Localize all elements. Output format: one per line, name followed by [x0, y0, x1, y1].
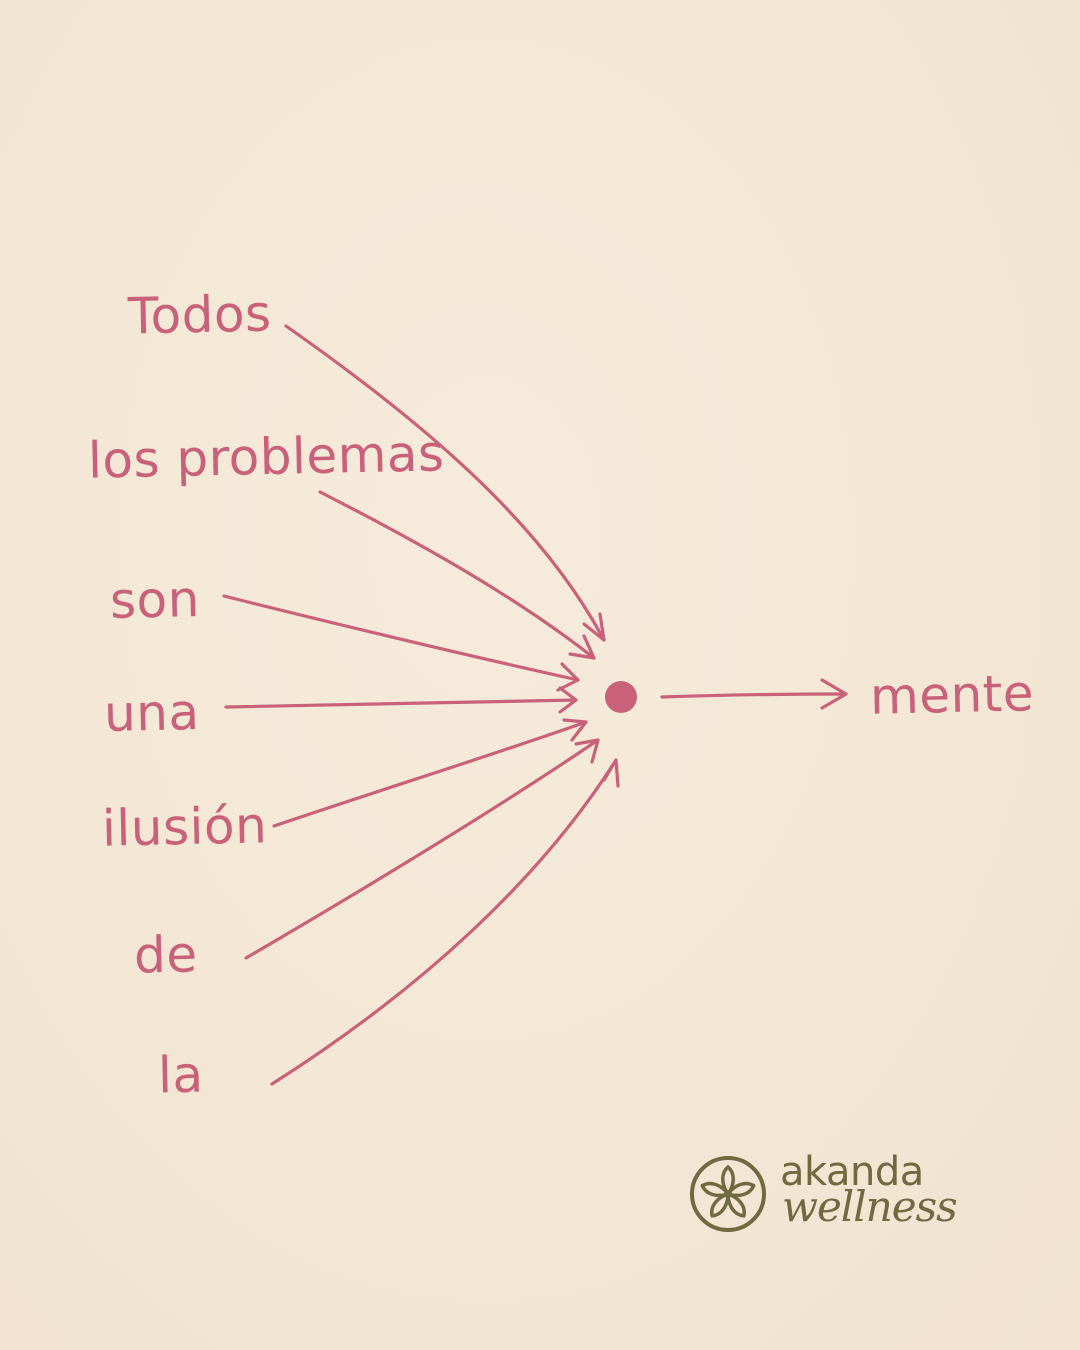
arrow-ilusion [272, 718, 588, 828]
arrow-todos [284, 324, 606, 642]
word-ilusion: ilusión [101, 796, 268, 858]
word-mente: mente [869, 664, 1035, 726]
arrow-son [222, 594, 580, 692]
brand-logo: akanda wellness [688, 1152, 988, 1242]
word-de: de [133, 925, 199, 985]
arrow-la [270, 758, 620, 1086]
brand-name-line2: wellness [782, 1182, 958, 1231]
word-la: la [157, 1045, 205, 1105]
word-los-problemas: los problemas [87, 424, 446, 490]
hub-dot [605, 681, 637, 713]
arrow-mente [660, 678, 848, 710]
brand-name-line1: akanda [780, 1149, 924, 1195]
arrow-los-problemas [318, 490, 596, 660]
word-son: son [109, 570, 201, 630]
word-todos: Todos [127, 284, 273, 346]
flower-icon [690, 1156, 766, 1232]
arrow-una [224, 686, 578, 714]
arrow-de [244, 738, 600, 960]
word-una: una [103, 683, 201, 743]
